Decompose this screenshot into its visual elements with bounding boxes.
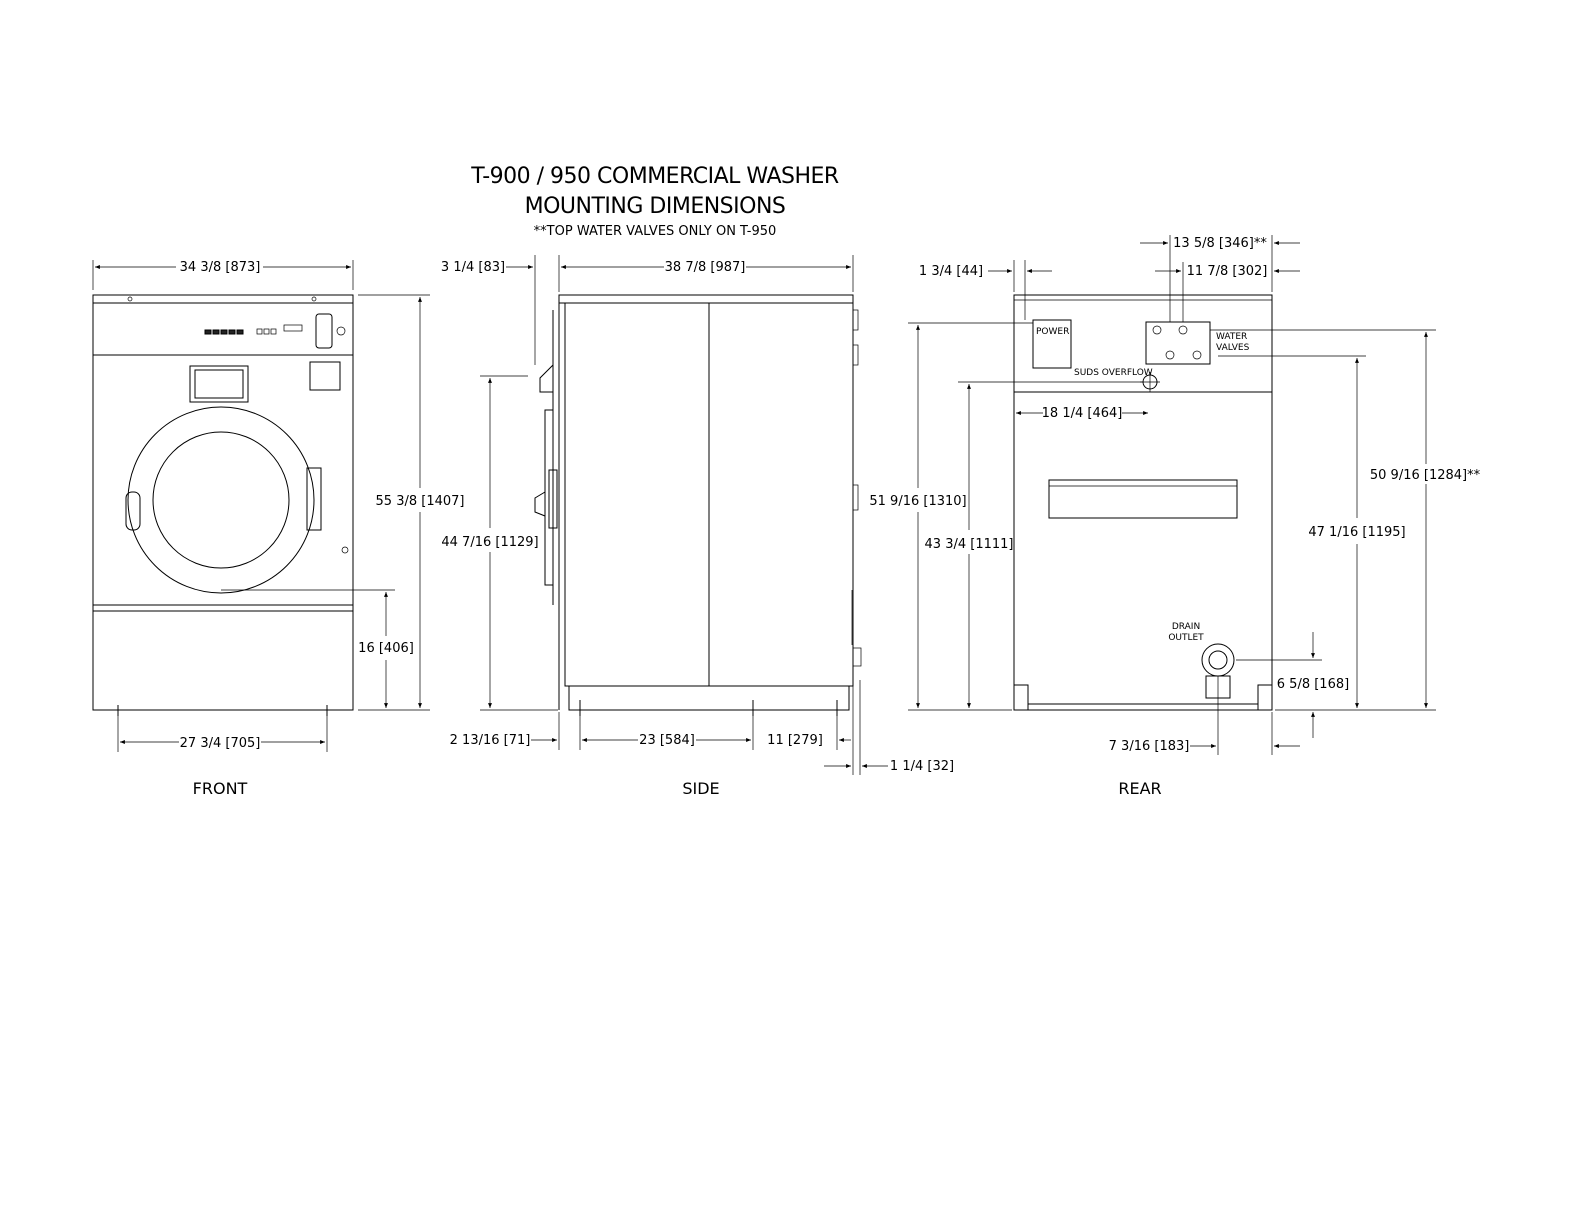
rear-view-label: REAR <box>1118 779 1161 798</box>
rear-power-label: POWER <box>1036 327 1069 337</box>
rear-drain-label: DRAIN <box>1172 622 1200 632</box>
rear-foot-right <box>1257 684 1273 711</box>
rear-suds-label: SUDS OVERFLOW <box>1074 368 1153 378</box>
rear-lower-panel <box>1013 391 1273 711</box>
drawing-title: T-900 / 950 COMMERCIAL WASHER <box>471 164 839 189</box>
side-depth-dim: 38 7/8 [987] <box>665 260 746 275</box>
side-door-handle <box>548 469 558 529</box>
side-soap-dispenser <box>539 364 554 393</box>
side-view: 3 1/4 [83] 38 7/8 [987] 44 7/16 [1129] 2… <box>441 255 954 798</box>
front-control-panel <box>92 302 354 356</box>
side-top <box>558 294 854 304</box>
side-rear-fittings <box>851 309 862 667</box>
front-view: 34 3/8 [873] 55 3/8 [1407] 16 [406] 27 3… <box>92 260 465 798</box>
side-rear-protrusion-dim: 1 1/4 [32] <box>890 759 954 774</box>
rear-valve-height-dim: 47 1/16 [1195] <box>1308 525 1405 540</box>
rear-power-offset-dim: 1 3/4 [44] <box>919 264 983 279</box>
side-door-profile <box>544 409 554 586</box>
rear-drain-outlet <box>1201 643 1235 677</box>
side-door-height-dim: 44 7/16 [1129] <box>441 535 538 550</box>
side-front-foot-offset-dim: 2 13/16 [71] <box>450 733 531 748</box>
front-knob <box>336 326 346 336</box>
front-base <box>92 610 354 711</box>
front-indicator-lights <box>204 324 303 335</box>
front-kick-plate <box>92 604 354 612</box>
front-width-dim: 34 3/8 [873] <box>180 260 261 275</box>
side-front-offset-dim: 3 1/4 [83] <box>441 260 505 275</box>
drawing-note: **TOP WATER VALVES ONLY ON T-950 <box>533 224 777 239</box>
rear-drain-height-dim: 6 5/8 [168] <box>1277 677 1349 692</box>
rear-power-box <box>1032 319 1072 369</box>
rear-view: POWER WATER VALVES SUDS OVERFLOW DRAIN O… <box>869 235 1481 798</box>
front-screw-left <box>127 296 133 302</box>
rear-valves-label: VALVES <box>1216 343 1250 353</box>
front-screw-right <box>311 296 317 302</box>
rear-valve-offset-dim: 11 7/8 [302] <box>1187 264 1268 279</box>
front-foot-spacing-dim: 27 3/4 [705] <box>180 736 261 751</box>
rear-outlet-label: OUTLET <box>1168 633 1204 643</box>
rear-top-valve-height-dim: 50 9/16 [1284]** <box>1370 468 1481 483</box>
front-door-glass <box>152 431 290 569</box>
rear-top-valve-offset-dim: 13 5/8 [346]** <box>1173 236 1267 251</box>
side-base <box>568 685 850 711</box>
front-door-ring <box>127 406 315 594</box>
side-rear-foot-offset-dim: 11 [279] <box>767 733 823 748</box>
front-door-handle <box>306 467 322 531</box>
rear-drain-offset-dim: 7 3/16 [183] <box>1109 739 1190 754</box>
front-height-dim: 55 3/8 [1407] <box>376 494 465 509</box>
front-coin-slot <box>315 313 333 349</box>
rear-access-panel <box>1048 479 1238 519</box>
front-door-hinge <box>125 491 141 531</box>
side-door-hinge <box>534 491 546 517</box>
rear-foot-left <box>1013 684 1029 711</box>
side-foot-spacing-dim: 23 [584] <box>639 733 695 748</box>
rear-suds-height-dim: 43 3/4 [1111] <box>925 537 1014 552</box>
rear-water-label: WATER <box>1216 332 1247 342</box>
side-view-label: SIDE <box>682 779 719 798</box>
rear-suds-offset-dim: 18 1/4 [464] <box>1042 406 1123 421</box>
rear-power-height-dim: 51 9/16 [1310] <box>869 494 966 509</box>
rear-water-valves-box <box>1145 321 1211 365</box>
front-service-panel <box>309 361 341 391</box>
drawing-subtitle: MOUNTING DIMENSIONS <box>524 194 786 219</box>
front-soap-dispenser <box>189 365 249 403</box>
front-door-height-dim: 16 [406] <box>358 641 414 656</box>
front-view-label: FRONT <box>193 779 248 798</box>
